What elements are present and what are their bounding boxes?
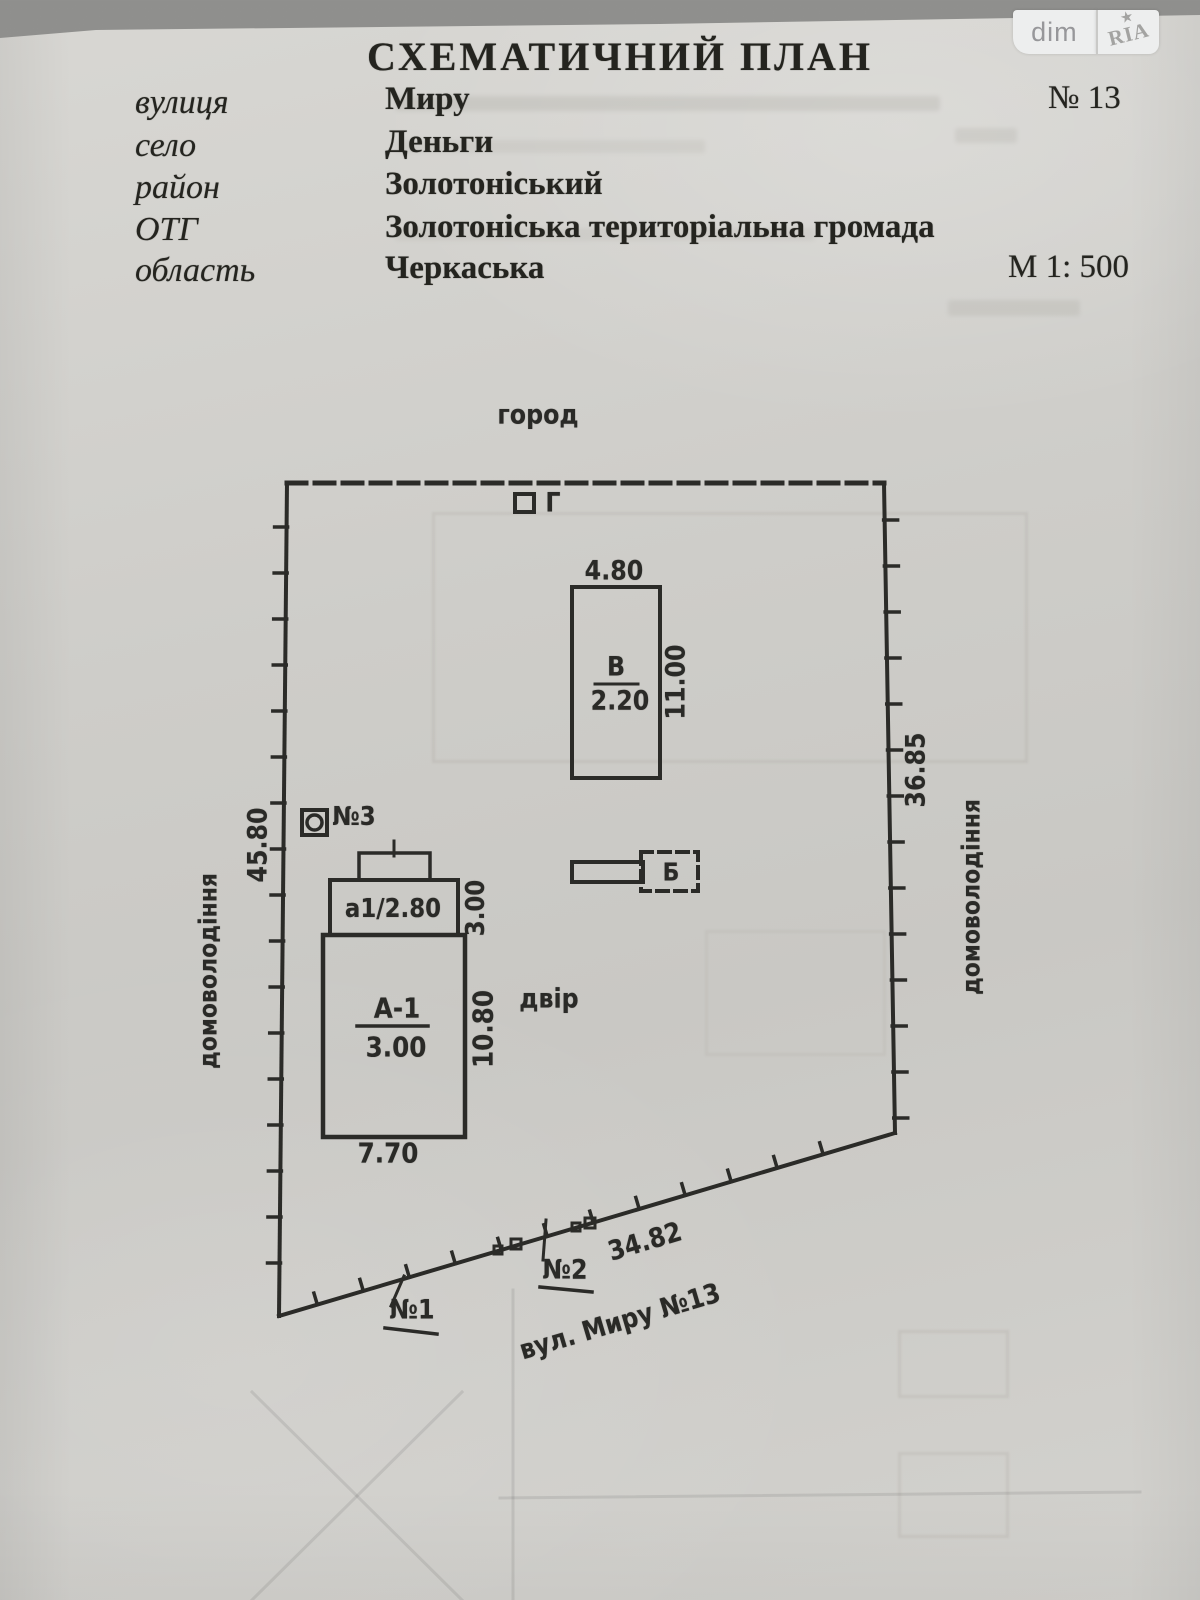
field-value-village: Деньги	[385, 124, 494, 160]
page-title: СХЕМАТИЧНИЙ ПЛАН	[367, 34, 873, 79]
marker-3-circle	[305, 813, 324, 832]
marker-1-label: №1	[389, 1294, 435, 1326]
bleed-through-shape	[705, 930, 886, 1056]
left-boundary-dim: 45.80	[242, 807, 274, 883]
bleed-through-text-line	[395, 140, 705, 153]
building-b-litera: Б	[662, 857, 680, 887]
lot-boundary	[276, 480, 898, 1319]
bleed-through-shape	[898, 1452, 1009, 1538]
marker-2-underline	[538, 1285, 594, 1294]
yard-label: двір	[519, 983, 579, 1015]
field-label-oblast: область	[135, 252, 256, 289]
field-label-district: район	[135, 169, 220, 206]
building-a1-width-dim: 7.70	[357, 1136, 419, 1170]
field-label-street: вулиця	[135, 84, 229, 121]
porch-a1-litera: а1/2.80	[344, 894, 442, 924]
house-number: № 13	[1048, 80, 1121, 116]
building-a1-floor-value: 3.00	[365, 1030, 427, 1064]
marker-1-underline	[383, 1326, 439, 1336]
dim-logo-text: dim	[1013, 10, 1096, 54]
bleed-through-shape	[432, 512, 1028, 763]
survey-mark-square	[570, 1221, 582, 1233]
bleed-through-text-line	[948, 300, 1080, 316]
building-v-height-dim: 11.00	[660, 644, 692, 720]
survey-mark-square	[583, 1216, 597, 1230]
bleed-through-text-line	[395, 96, 940, 111]
north-side-label: город	[497, 399, 579, 431]
map-scale: М 1: 500	[1008, 249, 1130, 285]
field-label-otg: ОТГ	[135, 211, 198, 248]
building-v-width-dim: 4.80	[584, 555, 644, 587]
survey-mark-square	[492, 1244, 504, 1256]
marker-3-square	[300, 808, 329, 837]
building-a1-height-dim: 10.80	[466, 990, 500, 1068]
ria-logo: ★ RIA	[1095, 8, 1159, 54]
boundary-street-diagonal	[276, 1130, 898, 1319]
survey-mark-square	[509, 1237, 523, 1251]
boundary-left	[276, 480, 290, 1319]
right-boundary-dim: 36.85	[900, 732, 932, 808]
marker-3-label: №3	[332, 802, 376, 832]
marker-g-square	[513, 492, 536, 514]
bleed-through-shape	[898, 1330, 1009, 1398]
marker-2-label: №2	[542, 1254, 588, 1286]
boundary-tick-marks	[265, 518, 910, 1307]
field-value-street: Миру	[385, 81, 470, 117]
porch-a1-depth-dim: 3.00	[461, 879, 491, 937]
building-v-litera: В	[606, 651, 626, 683]
building-a1-litera: А-1	[373, 991, 421, 1025]
building-a1-outline	[320, 932, 468, 1140]
marker-g-label: Г	[545, 487, 561, 519]
building-b-dashed-outline	[639, 850, 700, 893]
marker-2-leader	[541, 1218, 548, 1262]
dim-ria-logo: dim ★ RIA	[1013, 8, 1159, 54]
building-v-floor-value: 2.20	[590, 685, 650, 717]
field-label-village: село	[135, 127, 197, 164]
field-value-oblast: Черкаська	[385, 250, 545, 286]
marker-1-leader	[389, 1274, 406, 1308]
field-value-otg: Золотоніська територіальна громада	[385, 209, 935, 245]
left-neighbor-label: домоволодіння	[193, 872, 223, 1070]
boundary-right	[881, 480, 898, 1136]
building-v-outline	[570, 585, 662, 780]
field-value-district: Золотоніський	[385, 166, 603, 202]
right-neighbor-label: домоволодіння	[956, 798, 986, 996]
bleed-through-text-line	[955, 128, 1017, 143]
bleed-through-text-line	[395, 228, 815, 241]
building-b-solid-outline	[570, 860, 645, 884]
